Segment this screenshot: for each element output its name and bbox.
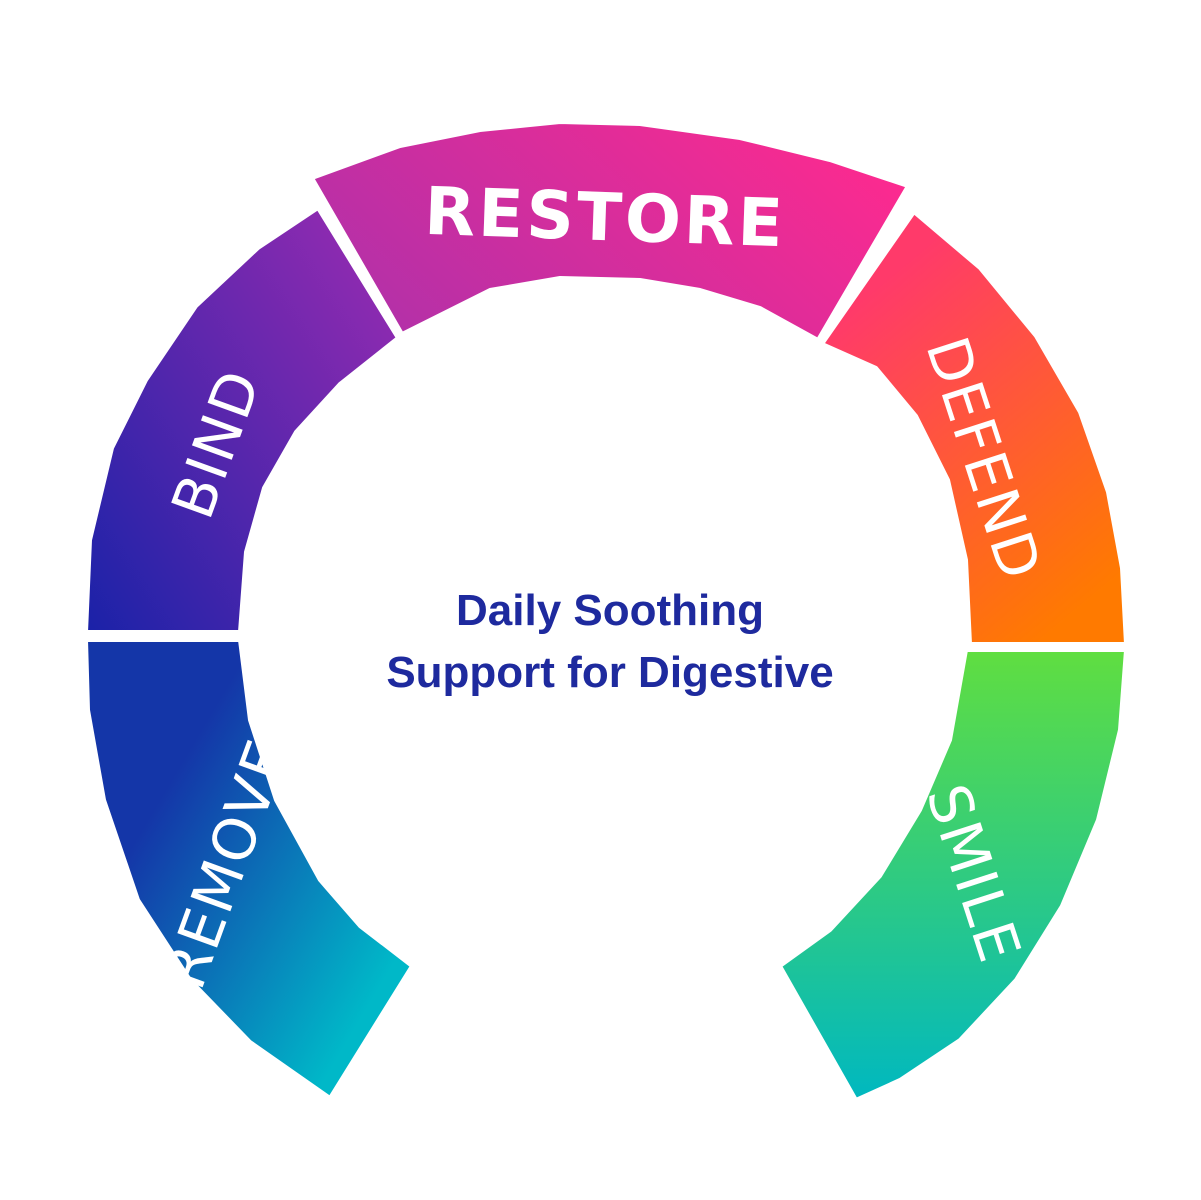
center-caption-line-1: Daily Soothing	[456, 586, 764, 635]
segment-smile	[778, 648, 1128, 1102]
segment-restore	[310, 120, 910, 342]
segment-bind	[84, 206, 400, 634]
segment-defend	[820, 210, 1128, 646]
center-caption: Daily Soothing Support for Digestive	[300, 580, 920, 704]
center-caption-line-2: Support for Digestive	[386, 648, 834, 697]
segment-remove	[84, 638, 414, 1100]
segment-label-restore: RESTORE	[423, 173, 787, 263]
